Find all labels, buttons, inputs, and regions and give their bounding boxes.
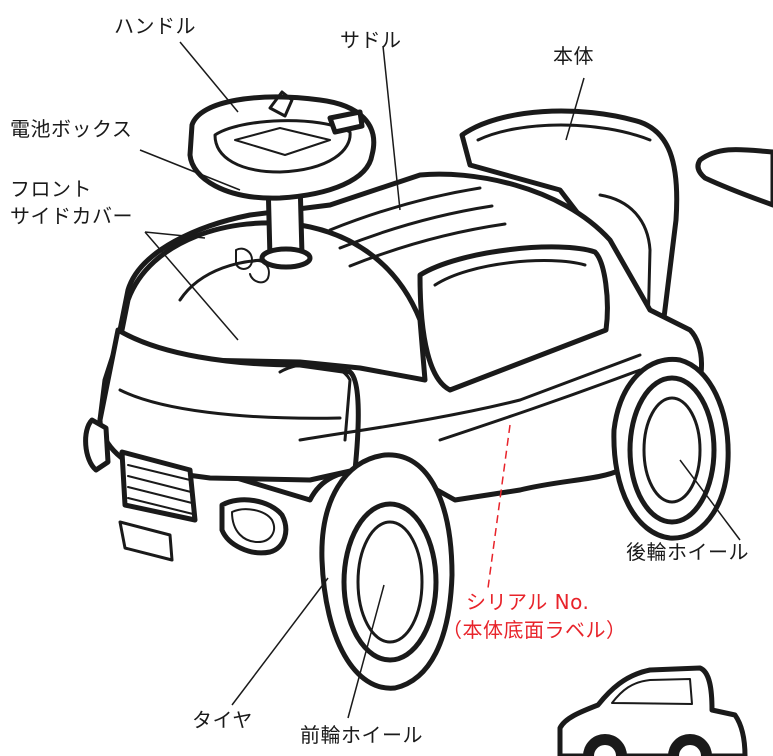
leader-lines [139,41,741,719]
label-serial-number: シリアル No. [466,590,590,614]
label-rear-wheel: 後輪ホイール [626,540,749,564]
inset-car-illustration [557,665,748,756]
label-front-side-cover-line2: サイドカバー [10,204,133,228]
label-tire: タイヤ [192,708,253,732]
label-serial-location: （本体底面ラベル） [442,618,627,642]
label-front-wheel: 前輪ホイール [300,723,423,747]
label-battery-box: 電池ボックス [10,117,133,141]
label-handle: ハンドル [114,14,196,38]
ride-on-car-illustration [83,90,704,562]
label-body: 本体 [553,44,594,68]
rear-wheel-illustration [611,356,731,541]
label-saddle: サドル [340,28,402,52]
label-front-side-cover-line1: フロント [10,177,92,201]
front-wheel-illustration [319,452,455,691]
detached-part-illustration [695,147,773,208]
